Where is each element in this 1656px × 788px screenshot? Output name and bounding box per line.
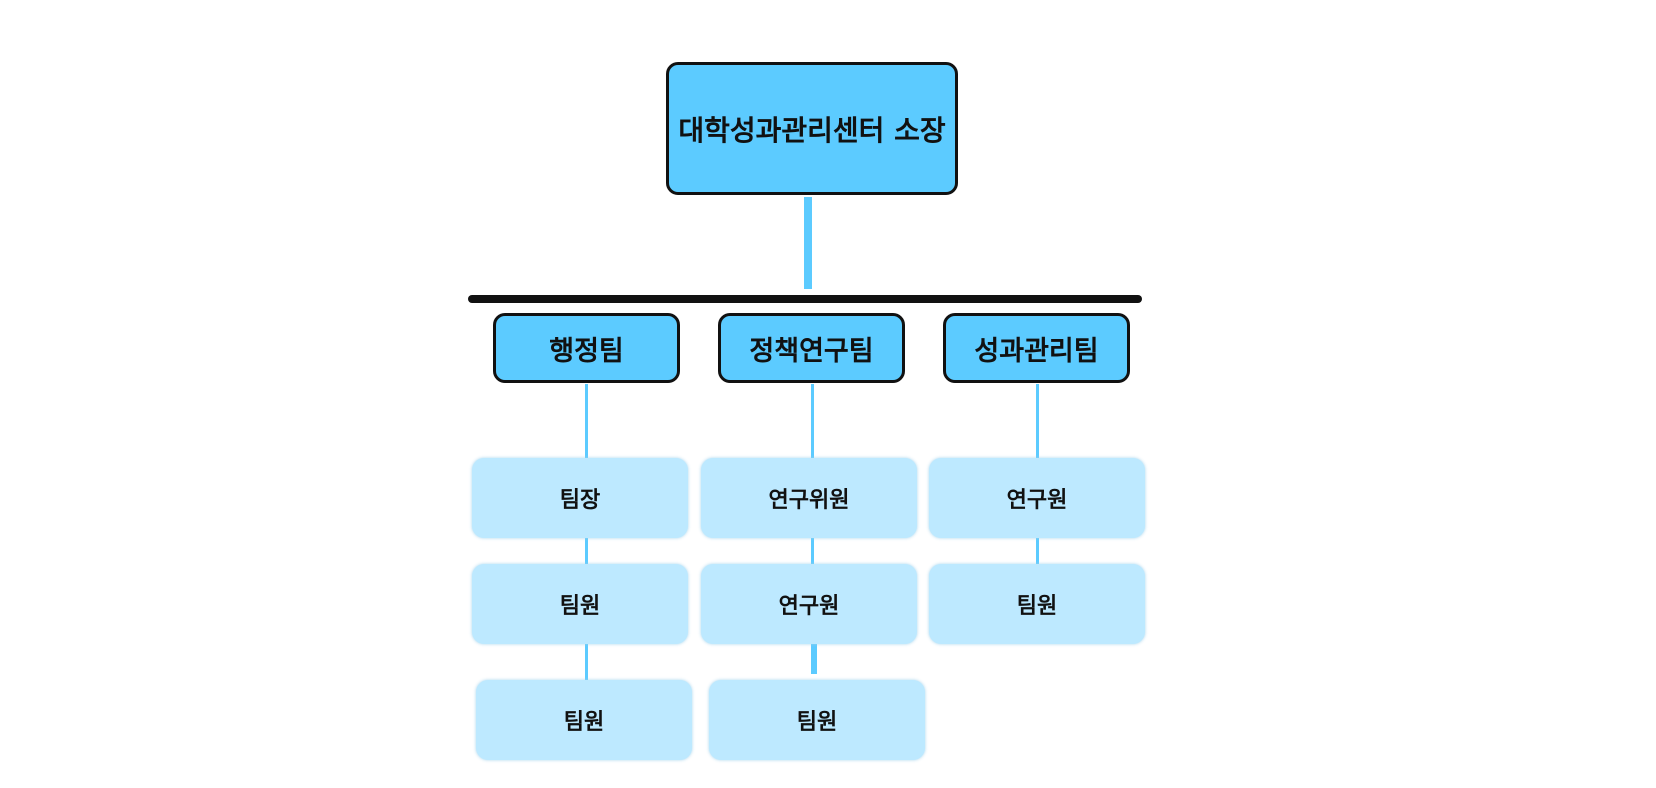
- member-box-administration-member-2: 팀원: [476, 680, 692, 760]
- member-box-policy-researcher: 연구원: [701, 564, 917, 644]
- member-box-administration-member-1: 팀원: [472, 564, 688, 644]
- member-box-policy-research-fellow: 연구위원: [701, 458, 917, 538]
- team-box-policy-research: 정책연구팀: [718, 313, 905, 383]
- member-box-policy-research-member: 팀원: [709, 680, 925, 760]
- director-connector-line: [804, 197, 812, 289]
- policy-research-member-connector-lower: [814, 640, 817, 674]
- director-box: 대학성과관리센터 소장: [666, 62, 958, 195]
- team-box-administration: 행정팀: [493, 313, 680, 383]
- member-box-performance-member: 팀원: [929, 564, 1145, 644]
- member-box-performance-researcher: 연구원: [929, 458, 1145, 538]
- team-branch-bar: [468, 295, 1142, 303]
- team-box-performance-management: 성과관리팀: [943, 313, 1130, 383]
- member-box-administration-team-leader: 팀장: [472, 458, 688, 538]
